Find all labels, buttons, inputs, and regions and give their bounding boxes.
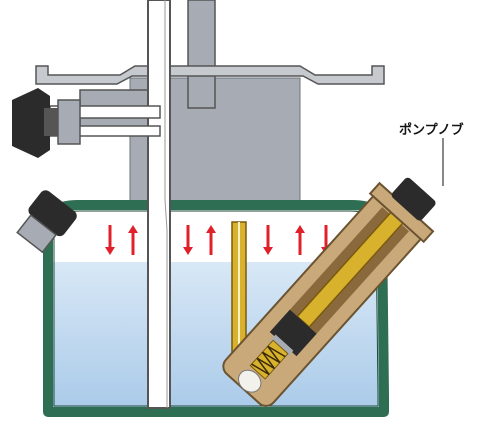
pressure-arrowhead-down (183, 247, 193, 255)
pressure-arrowhead-down (105, 247, 115, 255)
valve-knob (12, 88, 50, 158)
valve-body (57, 99, 81, 145)
pump-knob[interactable] (390, 176, 437, 222)
pump-piston (269, 309, 317, 357)
pressure-arrowhead-up (128, 225, 138, 233)
pump-knob-label: ポンプノブ (399, 123, 464, 138)
pump-spring-coil (251, 345, 286, 376)
pressure-arrowhead-up (295, 225, 305, 233)
pump-assembly (222, 176, 437, 407)
pump-piston-face (270, 334, 294, 357)
pressure-arrowhead-down (263, 247, 273, 255)
valve-knob-neck (44, 108, 58, 136)
generator-rod (187, 0, 216, 109)
gallery-frame (35, 65, 385, 85)
pressure-arrowhead-up (206, 225, 216, 233)
fuel-feed-pipe-taper (164, 0, 168, 408)
pump-check-ball (238, 369, 262, 393)
fuel-cap (16, 190, 77, 254)
